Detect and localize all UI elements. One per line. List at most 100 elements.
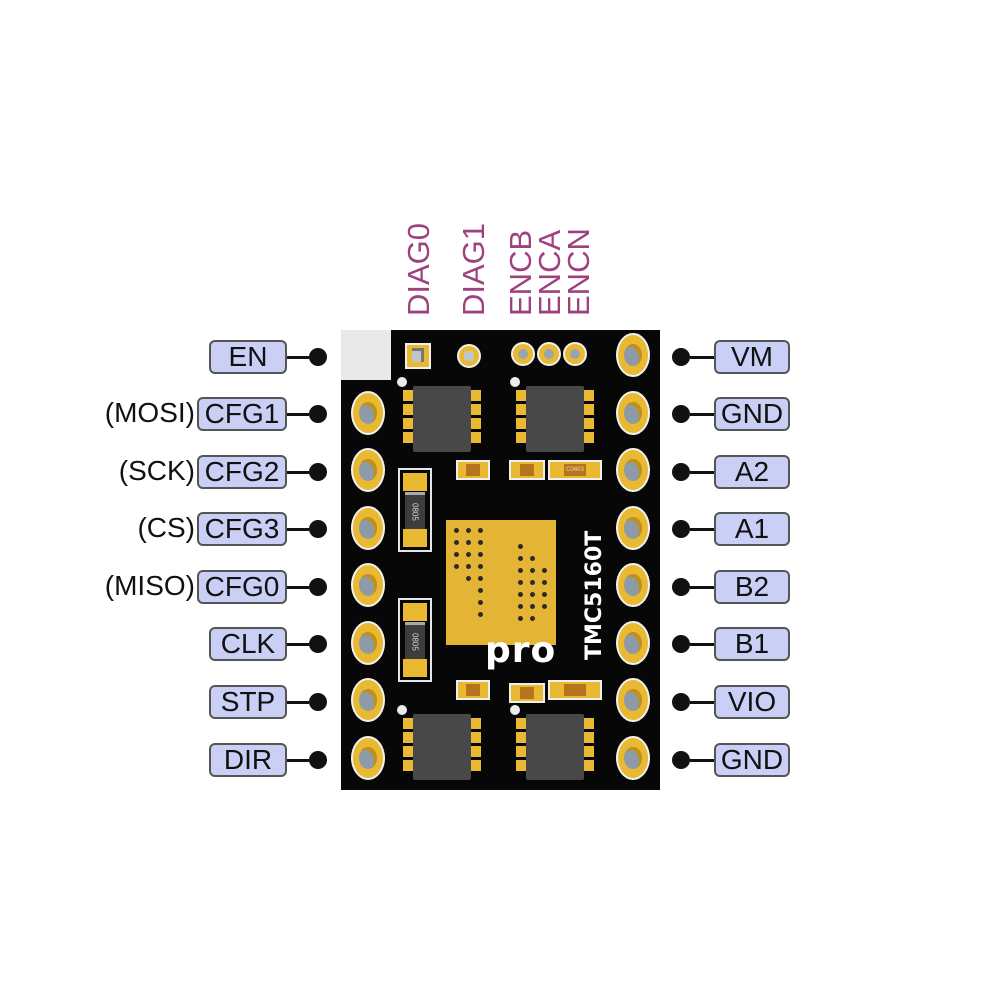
- pin-dot: [672, 578, 690, 596]
- thermal-via: [478, 540, 483, 545]
- left-pad-cfg2: [353, 450, 383, 490]
- pin-label-box: A2: [714, 455, 790, 489]
- pin-dot: [309, 635, 327, 653]
- left-pin-stp: STP: [209, 684, 327, 720]
- left-pin-cfg3: CFG3: [197, 511, 327, 547]
- pin-wire: [690, 585, 714, 589]
- diag0-pad: [407, 345, 429, 367]
- thermal-via: [542, 568, 547, 573]
- mosfet-bottom-left: [401, 710, 481, 785]
- pin-label-box: VIO: [714, 685, 790, 719]
- pin-label-box: EN: [209, 340, 287, 374]
- smd-capacitor: C0603: [548, 460, 602, 480]
- pin-dot: [672, 520, 690, 538]
- thermal-via: [466, 564, 471, 569]
- thermal-via: [518, 604, 523, 609]
- thermal-via: [454, 540, 459, 545]
- pin-dot: [672, 463, 690, 481]
- right-pad-a1: [618, 508, 648, 548]
- left-pad-dir: [353, 738, 383, 778]
- thermal-via: [478, 600, 483, 605]
- right-pad-b1: [618, 623, 648, 663]
- smd-cap: [456, 680, 490, 700]
- sense-resistor-top: 0805: [398, 468, 432, 552]
- right-pin-b1: B1: [672, 626, 790, 662]
- pin-wire: [287, 758, 309, 762]
- thermal-via: [518, 556, 523, 561]
- left-pin-cfg0: CFG0: [197, 569, 327, 605]
- pin-dot: [309, 348, 327, 366]
- right-pin-gnd: GND: [672, 742, 790, 778]
- pin-dot: [309, 578, 327, 596]
- diag1-pad: [459, 346, 479, 366]
- pin-dot: [672, 635, 690, 653]
- left-pin-cfg1: CFG1: [197, 396, 327, 432]
- pin1-dot: [397, 705, 407, 715]
- left-pad-cfg0: [353, 565, 383, 605]
- pin-label-box: CFG2: [197, 455, 287, 489]
- top-label-encn: ENCN: [561, 228, 596, 316]
- pin-wire: [690, 412, 714, 416]
- mosfet-bottom-right: [514, 710, 594, 785]
- driver-thermal-pad: [446, 520, 556, 645]
- right-pin-a2: A2: [672, 454, 790, 490]
- pin-wire: [287, 412, 309, 416]
- pin1-dot: [397, 377, 407, 387]
- pin-wire: [690, 355, 714, 359]
- board-variant-label: pro: [485, 630, 557, 671]
- pin-label-box: CFG1: [197, 397, 287, 431]
- left-pin-en: EN: [209, 339, 327, 375]
- right-pad-gnd2: [618, 738, 648, 778]
- pcb-board: 0805 0805 C0603 pro TMC5160T: [341, 330, 660, 790]
- left-pad-clk: [353, 623, 383, 663]
- pin-alt-function: (MOSI): [104, 397, 195, 428]
- pin-wire: [287, 355, 309, 359]
- pin-wire: [690, 470, 714, 474]
- thermal-via: [530, 592, 535, 597]
- thermal-via: [530, 580, 535, 585]
- thermal-via: [542, 592, 547, 597]
- thermal-via: [478, 528, 483, 533]
- thermal-via: [478, 588, 483, 593]
- smd-cap: [509, 460, 545, 480]
- right-pad-a2: [618, 450, 648, 490]
- pin-wire: [287, 700, 309, 704]
- left-pin-clk: CLK: [209, 626, 327, 662]
- smd-capacitor: [548, 680, 602, 700]
- pin-wire: [287, 642, 309, 646]
- pin-label-box: CFG0: [197, 570, 287, 604]
- pin-wire: [690, 758, 714, 762]
- mosfet-top-left: [401, 382, 481, 457]
- pin-wire: [287, 527, 309, 531]
- thermal-via: [478, 612, 483, 617]
- pin-dot: [309, 751, 327, 769]
- smd-cap: [509, 683, 545, 703]
- pin-dot: [672, 693, 690, 711]
- pin-wire: [690, 642, 714, 646]
- right-pin-gnd: GND: [672, 396, 790, 432]
- pin-label-box: VM: [714, 340, 790, 374]
- left-pin-dir: DIR: [209, 742, 327, 778]
- pin-label-box: GND: [714, 743, 790, 777]
- encb-pad: [513, 344, 533, 364]
- mosfet-top-right: [514, 382, 594, 457]
- pin-label-box: A1: [714, 512, 790, 546]
- pin-alt-function: (CS): [137, 512, 195, 543]
- smd-cap: [456, 460, 490, 480]
- left-pad-cfg1: [353, 393, 383, 433]
- pin-dot: [672, 405, 690, 423]
- pin-dot: [672, 348, 690, 366]
- thermal-via: [518, 592, 523, 597]
- pin-dot: [309, 520, 327, 538]
- thermal-via: [454, 528, 459, 533]
- top-label-diag1: DIAG1: [456, 222, 491, 316]
- pin-label-box: B1: [714, 627, 790, 661]
- sense-resistor-bottom: 0805: [398, 598, 432, 682]
- thermal-via: [530, 604, 535, 609]
- thermal-via: [518, 568, 523, 573]
- pin-wire: [690, 700, 714, 704]
- thermal-via: [454, 552, 459, 557]
- pin-dot: [309, 693, 327, 711]
- left-pin-cfg2: CFG2: [197, 454, 327, 490]
- pin1-dot: [510, 377, 520, 387]
